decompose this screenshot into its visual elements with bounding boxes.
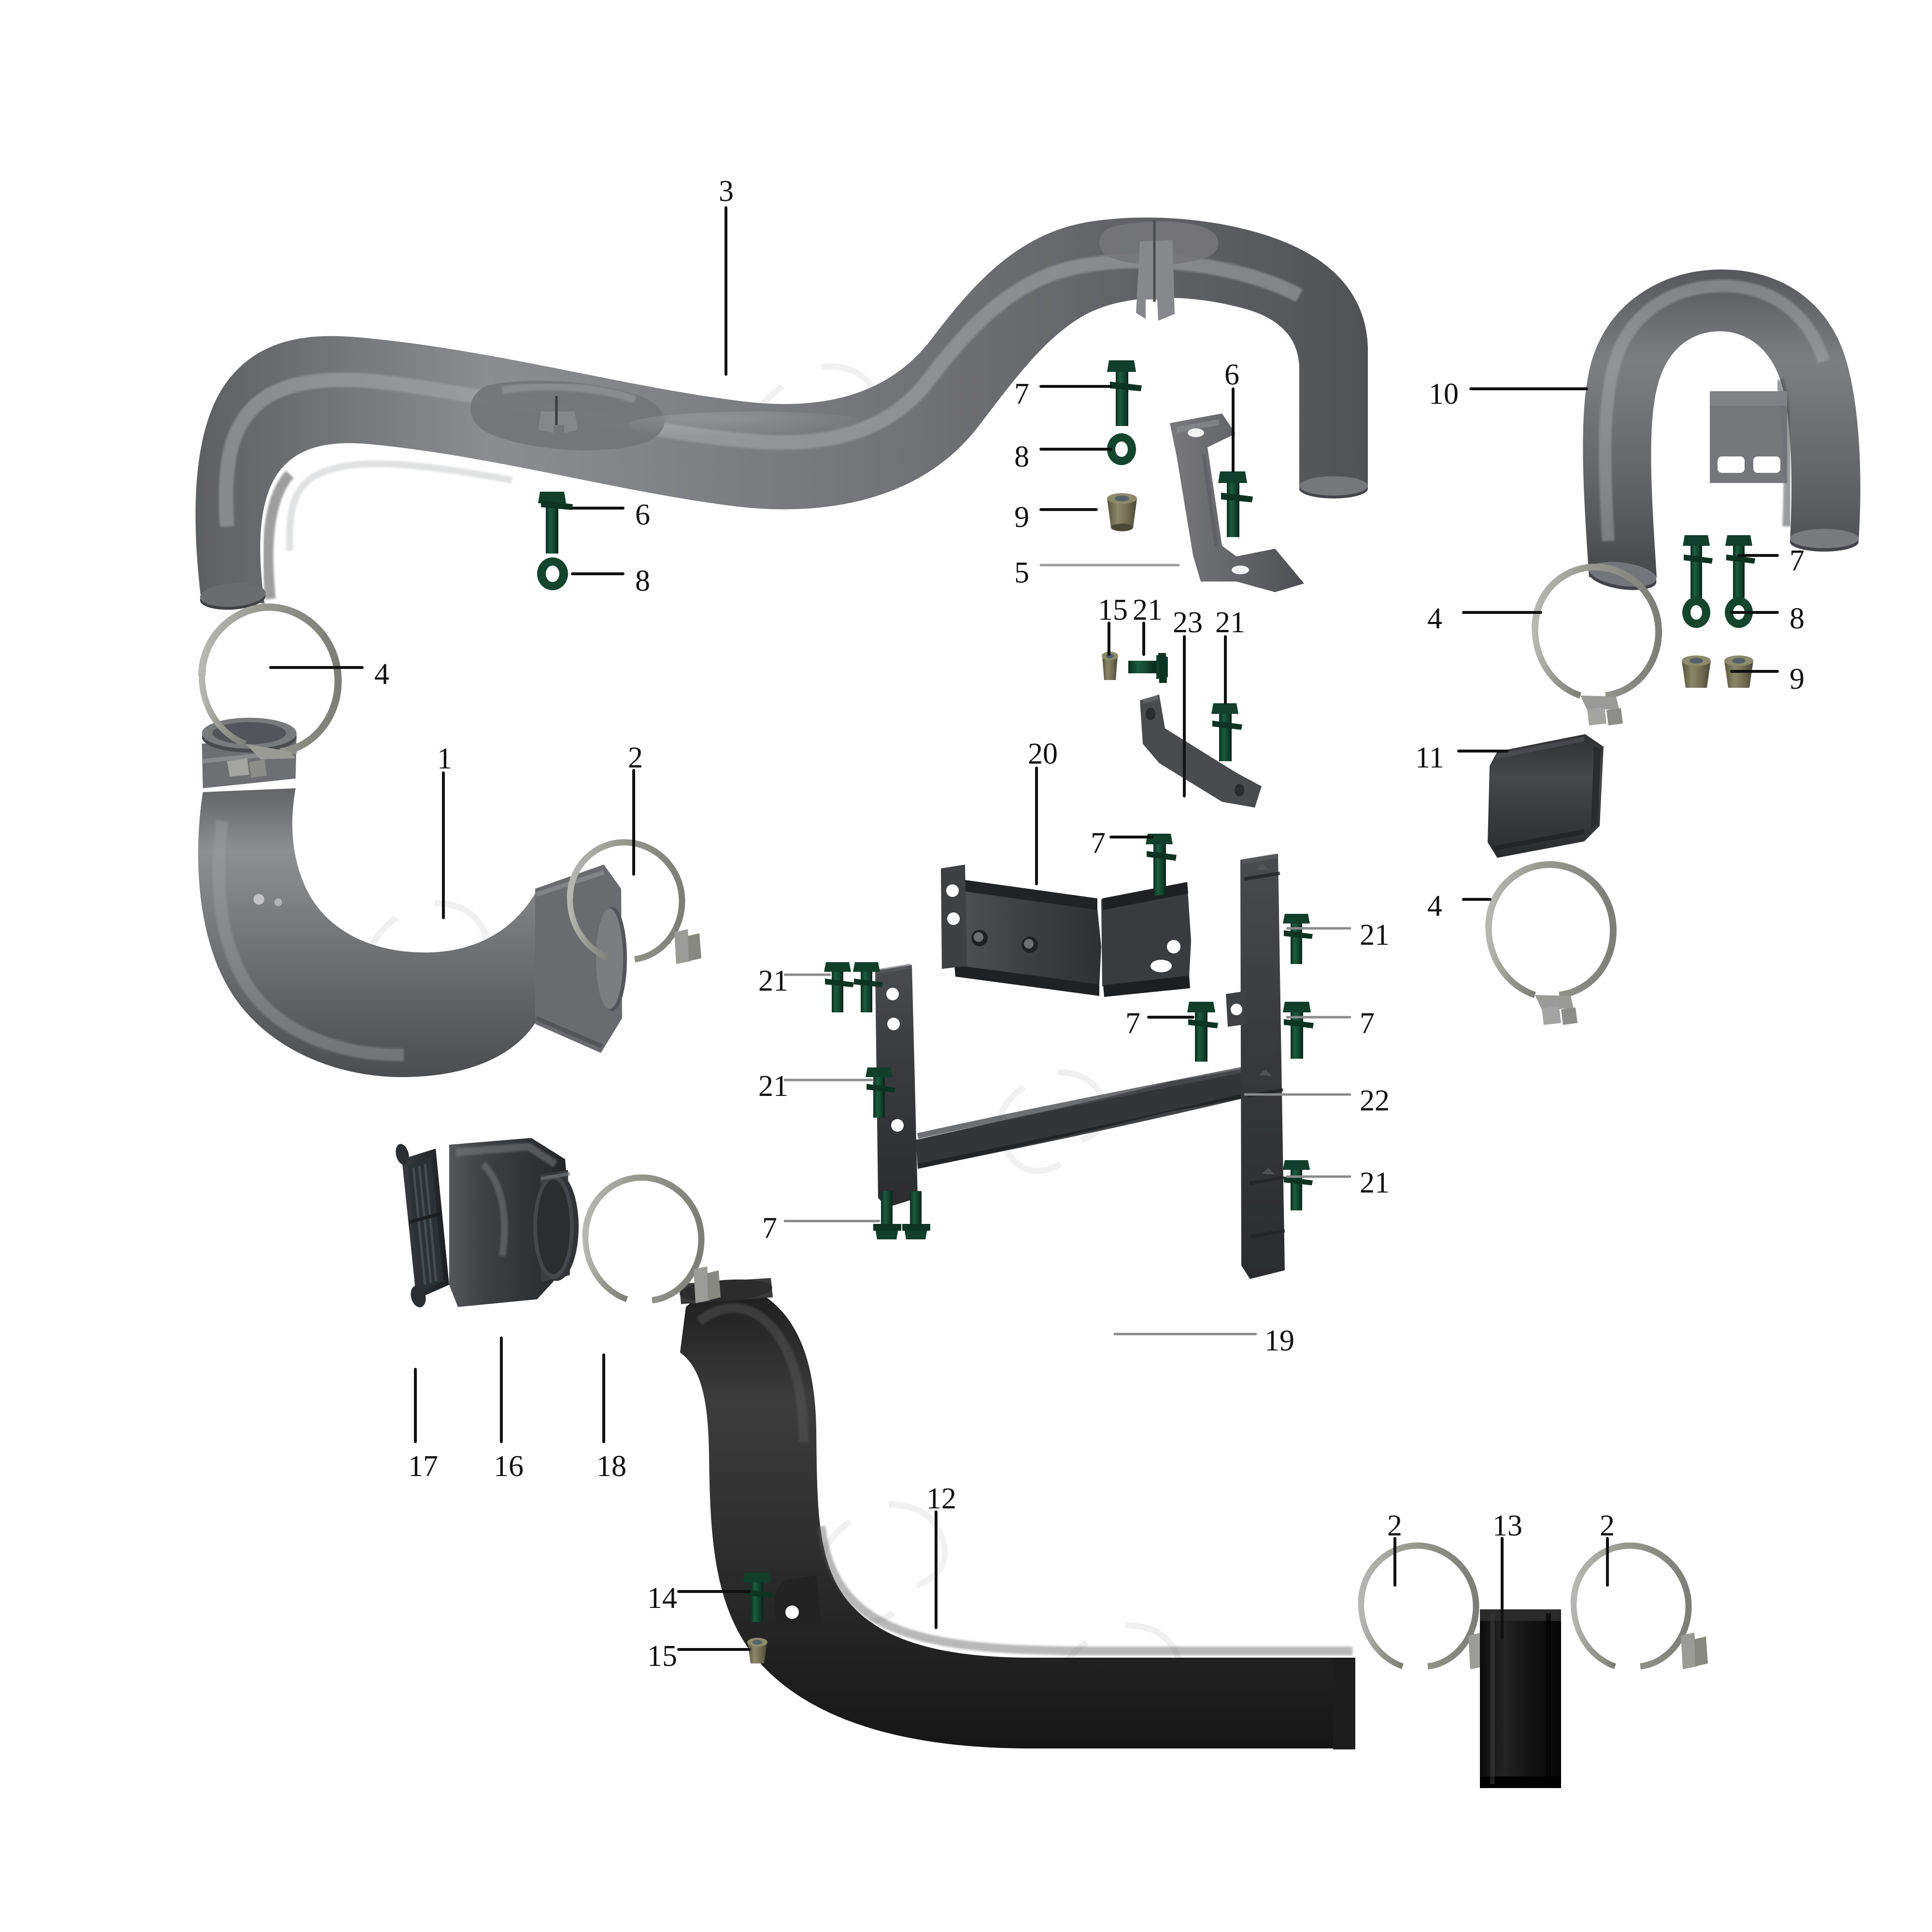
part-9-rubber-grommet-a (1107, 493, 1137, 531)
part-13-rubber-connector-sleeve (1480, 1609, 1561, 1788)
part-7-flange-bolt-a (1107, 360, 1142, 426)
part-15-bushing-collar-b (747, 1638, 767, 1663)
part-19-support-assembly (875, 853, 1285, 1279)
part-21-hex-flange-bolt-b (1211, 703, 1242, 761)
callout-number-8: 8 (635, 565, 650, 597)
callout-number-21: 21 (758, 1070, 788, 1103)
callout-number-3: 3 (719, 175, 734, 208)
callout-number-6: 6 (635, 498, 650, 531)
part-2-hose-clamp-small-b (1358, 1542, 1495, 1670)
callout-number-9: 9 (1014, 501, 1029, 534)
callout-number-8: 8 (1014, 440, 1029, 473)
callout-number-9: 9 (1790, 663, 1804, 696)
part-6-flange-bolt-b (1218, 471, 1253, 537)
part-23-angle-bracket-small (1140, 695, 1262, 808)
part-7-flange-bolt-pair-right (1683, 535, 1755, 598)
callout-leader-lines (269, 206, 1779, 1651)
callout-number-17: 17 (408, 1450, 438, 1483)
callout-number-15: 15 (1098, 594, 1128, 626)
callout-number-12: 12 (926, 1482, 956, 1515)
callout-number-19: 19 (1264, 1324, 1294, 1357)
callout-number-7: 7 (1014, 378, 1029, 411)
part-14-bracket-bolt (743, 1573, 774, 1622)
part-15-bushing-collar-a (1102, 652, 1118, 680)
callout-number-7: 7 (762, 1212, 777, 1245)
part-8-flat-washer-b (1107, 433, 1136, 465)
callout-number-7: 7 (1091, 827, 1106, 860)
part-21-hex-flange-bolt-a (1128, 653, 1168, 683)
callout-number-18: 18 (597, 1450, 626, 1483)
part-8-flat-washer-a (537, 557, 568, 590)
part-6-flange-bolt-a (538, 492, 573, 554)
part-18-hose-clamp-duct (582, 1174, 721, 1304)
callout-number-8: 8 (1790, 602, 1804, 635)
part-9-rubber-grommet-pair-right (1682, 655, 1753, 688)
part-17-intake-screen-grille (396, 1144, 449, 1307)
callout-number-21: 21 (758, 965, 788, 997)
callout-number-13: 13 (1492, 1509, 1522, 1542)
part-2-hose-clamp-small-c (1570, 1542, 1708, 1670)
part-2-hose-clamp-small-a (567, 839, 701, 964)
part-10-u-bend-tube (1583, 269, 1861, 590)
part-20-upper-cross-bracket (941, 865, 1191, 997)
callout-number-14: 14 (647, 1582, 677, 1615)
callout-number-2: 2 (1387, 1509, 1402, 1542)
part-16-air-intake-duct-box (449, 1138, 579, 1307)
callout-number-21: 21 (1360, 1166, 1390, 1199)
part-5-mounting-bracket-z (1170, 413, 1304, 592)
callout-number-10: 10 (1429, 378, 1459, 411)
callout-number-1: 1 (437, 742, 452, 775)
part-4-hose-clamp-large-a (198, 603, 342, 778)
callout-number-11: 11 (1415, 741, 1444, 774)
part-7-flange-bolt-d (1187, 1002, 1218, 1062)
callout-number-4: 4 (1427, 602, 1442, 635)
callout-number-5: 5 (1014, 556, 1029, 589)
part-21-hex-flange-bolt-pair-left (824, 962, 883, 1012)
part-7-flange-bolt-c (1283, 1002, 1314, 1059)
part-4-hose-clamp-large-c (1485, 861, 1617, 1025)
part-7-flange-bolt-pair-bottom (873, 1191, 930, 1239)
callout-number-6: 6 (1224, 358, 1239, 391)
callout-number-7: 7 (1125, 1007, 1140, 1040)
callout-number-4: 4 (374, 658, 389, 691)
part-21-hex-flange-bolt-e (1283, 1160, 1313, 1210)
callout-number-4: 4 (1427, 890, 1442, 923)
callout-number-21: 21 (1133, 594, 1163, 626)
part-21-hex-flange-bolt-d (1283, 914, 1313, 964)
callout-number-22: 22 (1360, 1084, 1390, 1117)
part-22-vertical-support-rail (1226, 853, 1285, 1279)
callout-number-7: 7 (1790, 544, 1804, 577)
part-4-hose-clamp-large-b (1532, 563, 1662, 725)
part-7-flange-bolt-b (1146, 834, 1177, 895)
callout-number-16: 16 (494, 1450, 524, 1483)
part-21-hex-flange-bolt-c (866, 1067, 895, 1118)
part-11-rubber-coupling-sleeve (1488, 734, 1604, 858)
part-3-main-intake-tube (195, 217, 1368, 610)
callout-number-20: 20 (1028, 738, 1058, 770)
callout-number-2: 2 (628, 741, 643, 774)
callout-number-21: 21 (1215, 606, 1245, 639)
callout-number-15: 15 (647, 1640, 677, 1673)
part-12-lower-intake-hose (679, 1278, 1355, 1749)
callout-number-7: 7 (1360, 1007, 1375, 1040)
callout-number-23: 23 (1173, 606, 1203, 639)
callout-number-21: 21 (1360, 919, 1390, 952)
callout-number-2: 2 (1600, 1509, 1615, 1542)
